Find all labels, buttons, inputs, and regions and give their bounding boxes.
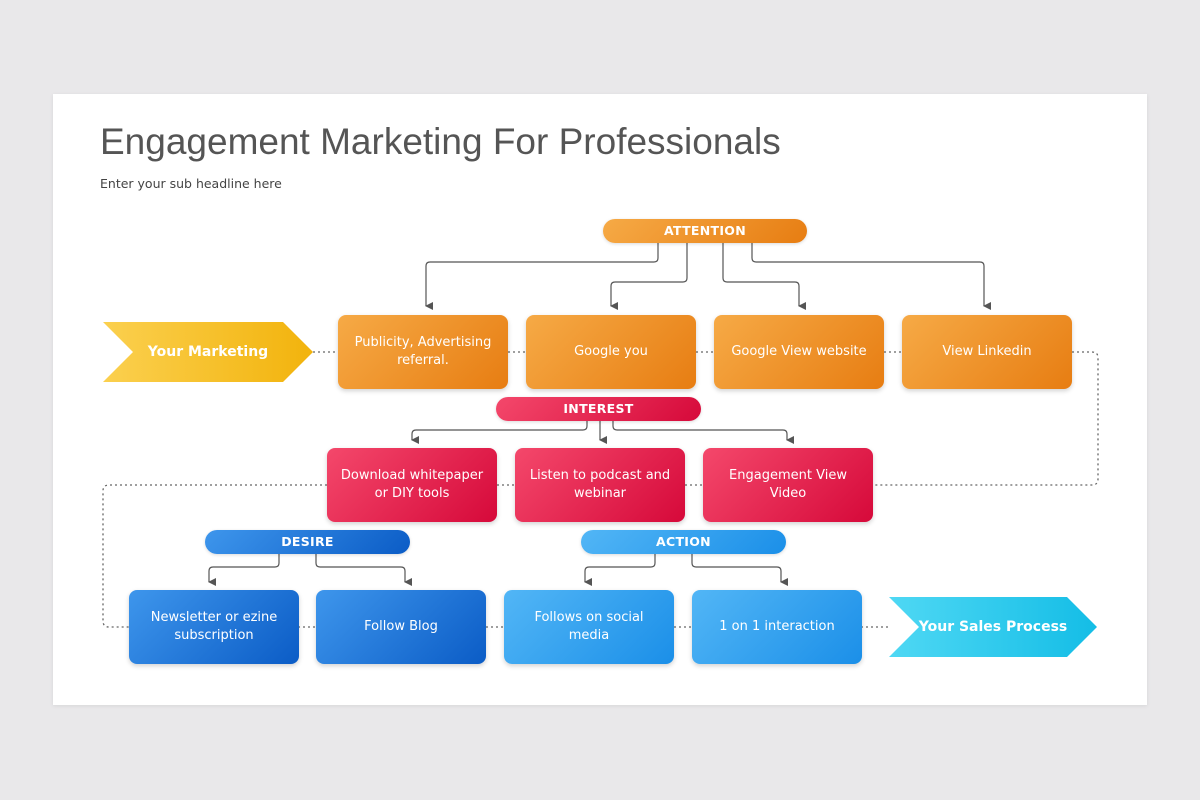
dotted-flow-path — [102, 351, 1099, 628]
desire-box-follow-blog: Follow Blog — [316, 590, 486, 664]
attention-box-google-you: Google you — [526, 315, 696, 389]
attention-connectors — [425, 243, 991, 310]
action-box-follows-social-media: Follows on social media — [504, 590, 674, 664]
start-arrow-your-marketing: Your Marketing — [103, 322, 313, 382]
end-arrow-your-sales-process: Your Sales Process — [889, 597, 1097, 657]
action-pill: ACTION — [581, 530, 786, 554]
attention-box-publicity: Publicity, Advertising referral. — [338, 315, 508, 389]
action-connectors — [584, 554, 788, 586]
attention-box-google-view-website: Google View website — [714, 315, 884, 389]
interest-pill: INTEREST — [496, 397, 701, 421]
action-box-one-on-one-interaction: 1 on 1 interaction — [692, 590, 862, 664]
page-subtitle: Enter your sub headline here — [100, 176, 282, 191]
interest-box-download-whitepaper: Download whitepaper or DIY tools — [327, 448, 497, 522]
attention-pill: ATTENTION — [603, 219, 807, 243]
interest-connectors — [411, 421, 794, 444]
interest-box-listen-podcast: Listen to podcast and webinar — [515, 448, 685, 522]
desire-connectors — [208, 554, 412, 586]
page-title: Engagement Marketing For Professionals — [100, 121, 781, 162]
desire-box-newsletter: Newsletter or ezine subscription — [129, 590, 299, 664]
desire-pill: DESIRE — [205, 530, 410, 554]
interest-box-engagement-view-video: Engagement View Video — [703, 448, 873, 522]
attention-box-view-linkedin: View Linkedin — [902, 315, 1072, 389]
